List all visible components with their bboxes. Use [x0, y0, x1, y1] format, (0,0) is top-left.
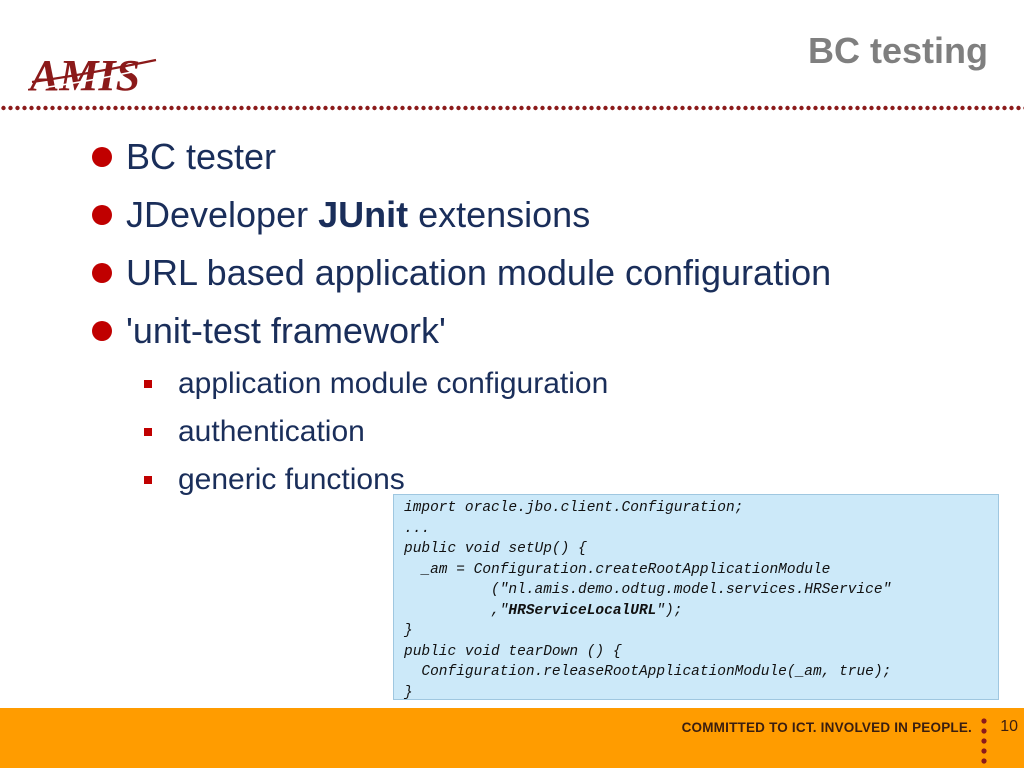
bullet-dot [92, 205, 112, 225]
code-line: ("nl.amis.demo.odtug.model.services.HRSe… [404, 582, 892, 598]
bullet-text: JDeveloper JUnit extensions [126, 194, 590, 236]
bullet-text-part: extensions [408, 194, 591, 235]
bullet-text-bold: JUnit [318, 194, 409, 235]
code-fragment-bold: HRServiceLocalURL [508, 602, 657, 619]
code-line: _am = Configuration.createRootApplicatio… [404, 561, 831, 578]
bullet-item: URL based application module configurati… [92, 244, 831, 302]
sub-bullet-square [144, 428, 152, 436]
slide-title: BC testing [808, 30, 988, 71]
code-fragment: "); [656, 602, 683, 619]
bullet-text: URL based application module configurati… [126, 252, 832, 293]
bullet-text-part: JDeveloper [126, 194, 319, 235]
code-line: public void tearDown () { [404, 643, 622, 660]
bullet-dot [92, 321, 112, 341]
sub-bullet-item: authentication [144, 408, 831, 456]
bullet-item: JDeveloper JUnit extensions [92, 186, 831, 244]
code-line: } [404, 684, 413, 701]
bullet-text: 'unit-test framework' [126, 310, 446, 351]
footer-tagline: COMMITTED TO ICT. INVOLVED IN PEOPLE. [681, 720, 972, 735]
bullet-dot [92, 147, 112, 167]
code-line: public void setUp() { [404, 541, 587, 557]
sub-bullet-item: generic functions [144, 456, 831, 504]
code-line: import oracle.jbo.client.Configuration; [404, 500, 744, 516]
sub-bullet-square [144, 380, 152, 388]
bullet-item: BC tester [92, 128, 831, 186]
footer-bar: COMMITTED TO ICT. INVOLVED IN PEOPLE. 10 [0, 708, 1024, 768]
bullet-dot [92, 263, 112, 283]
bullet-list: BC tester JDeveloper JUnit extensions UR… [92, 128, 831, 504]
bullet-item: 'unit-test framework' [92, 302, 831, 360]
sub-bullet-square [144, 476, 152, 484]
code-line: ,"HRServiceLocalURL"); [404, 603, 682, 619]
code-snippet: import oracle.jbo.client.Configuration; … [393, 494, 999, 701]
code-line: Configuration.releaseRootApplicationModu… [404, 664, 892, 680]
footer-dots [981, 718, 987, 764]
bullet-text: BC tester [126, 136, 277, 177]
code-line: ... [404, 520, 431, 537]
dotted-divider [0, 104, 1024, 112]
code-line: } [404, 623, 413, 639]
code-fragment: ," [404, 602, 509, 619]
amis-logo-mark: AMIS [27, 51, 157, 100]
sub-bullet-text: application module configuration [178, 367, 609, 400]
page-number: 10 [1000, 718, 1018, 735]
logo-text: AMIS [28, 51, 140, 100]
sub-bullet-text: generic functions [178, 463, 405, 496]
sub-bullet-item: application module configuration [144, 360, 831, 408]
amis-logo: AMIS [27, 44, 158, 100]
sub-bullet-text: authentication [178, 415, 365, 448]
